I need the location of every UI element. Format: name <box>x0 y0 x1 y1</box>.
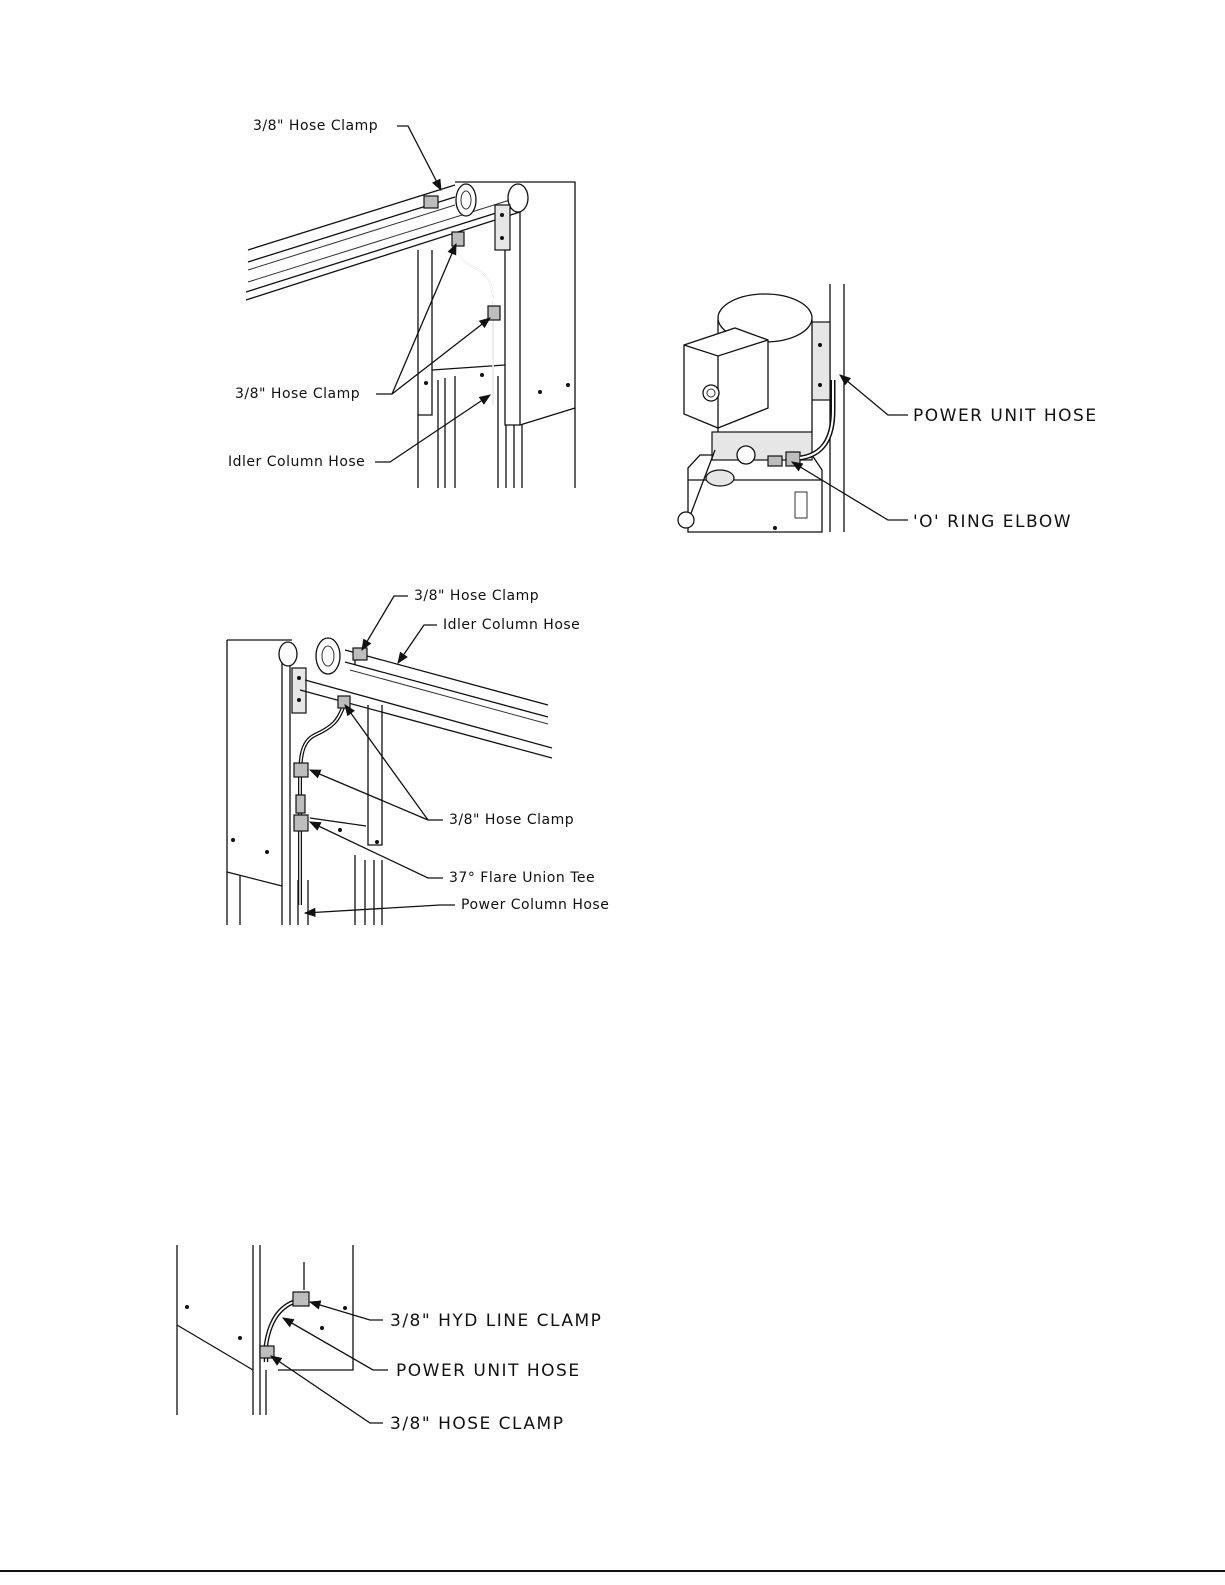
label-flare-union-tee: 37° Flare Union Tee <box>449 870 595 886</box>
label-power-unit-hose-2: POWER UNIT HOSE <box>396 1361 581 1381</box>
leader-hose-clamp-mid-b <box>392 318 490 394</box>
overhead-beam <box>246 185 520 300</box>
leader-hyd-line-clamp <box>310 1302 383 1320</box>
label-hose-clamp-bottom: 3/8" HOSE CLAMP <box>390 1414 564 1434</box>
label-idler-column-hose: Idler Column Hose <box>228 454 365 470</box>
label-power-column-hose: Power Column Hose <box>461 897 609 913</box>
leader-hose-clamp-mid-a <box>376 244 456 394</box>
column-side-walls <box>177 1245 353 1415</box>
side-hose <box>260 1292 309 1362</box>
sheave-wheels <box>456 184 528 250</box>
power-sheave-wheels <box>279 638 340 674</box>
figure-idler-column-top: 3/8" Hose Clamp 3/8" Hose Clamp Idler Co… <box>228 118 575 488</box>
figure-power-column-top: 3/8" Hose Clamp Idler Column Hose 3/8" H… <box>227 588 609 925</box>
leader-hose-clamp-mid-2a <box>345 705 443 820</box>
figure-power-unit: POWER UNIT HOSE 'O' RING ELBOW <box>678 284 1098 532</box>
label-idler-column-hose-2: Idler Column Hose <box>443 617 580 633</box>
figure-column-side-hose: 3/8" HYD LINE CLAMP POWER UNIT HOSE 3/8"… <box>177 1245 602 1434</box>
leader-flare-union-tee <box>310 822 443 878</box>
label-power-unit-hose: POWER UNIT HOSE <box>913 406 1098 426</box>
power-column-housing <box>227 640 382 925</box>
label-hyd-line-clamp: 3/8" HYD LINE CLAMP <box>390 1311 602 1331</box>
label-o-ring-elbow: 'O' RING ELBOW <box>913 512 1072 532</box>
leader-idler-column-hose-2 <box>398 625 437 663</box>
leader-power-unit-hose-2 <box>283 1318 388 1370</box>
idler-hose <box>424 196 500 405</box>
leader-hose-clamp-top-2 <box>362 596 408 650</box>
label-hose-clamp-top: 3/8" Hose Clamp <box>253 118 378 134</box>
label-hose-clamp-top-2: 3/8" Hose Clamp <box>414 588 539 604</box>
leader-power-unit-hose <box>840 375 908 415</box>
label-hose-clamp-mid-2: 3/8" Hose Clamp <box>449 812 574 828</box>
label-hose-clamp-mid: 3/8" Hose Clamp <box>235 386 360 402</box>
leader-hose-clamp-top <box>397 126 441 190</box>
leader-power-column-hose <box>305 905 455 913</box>
